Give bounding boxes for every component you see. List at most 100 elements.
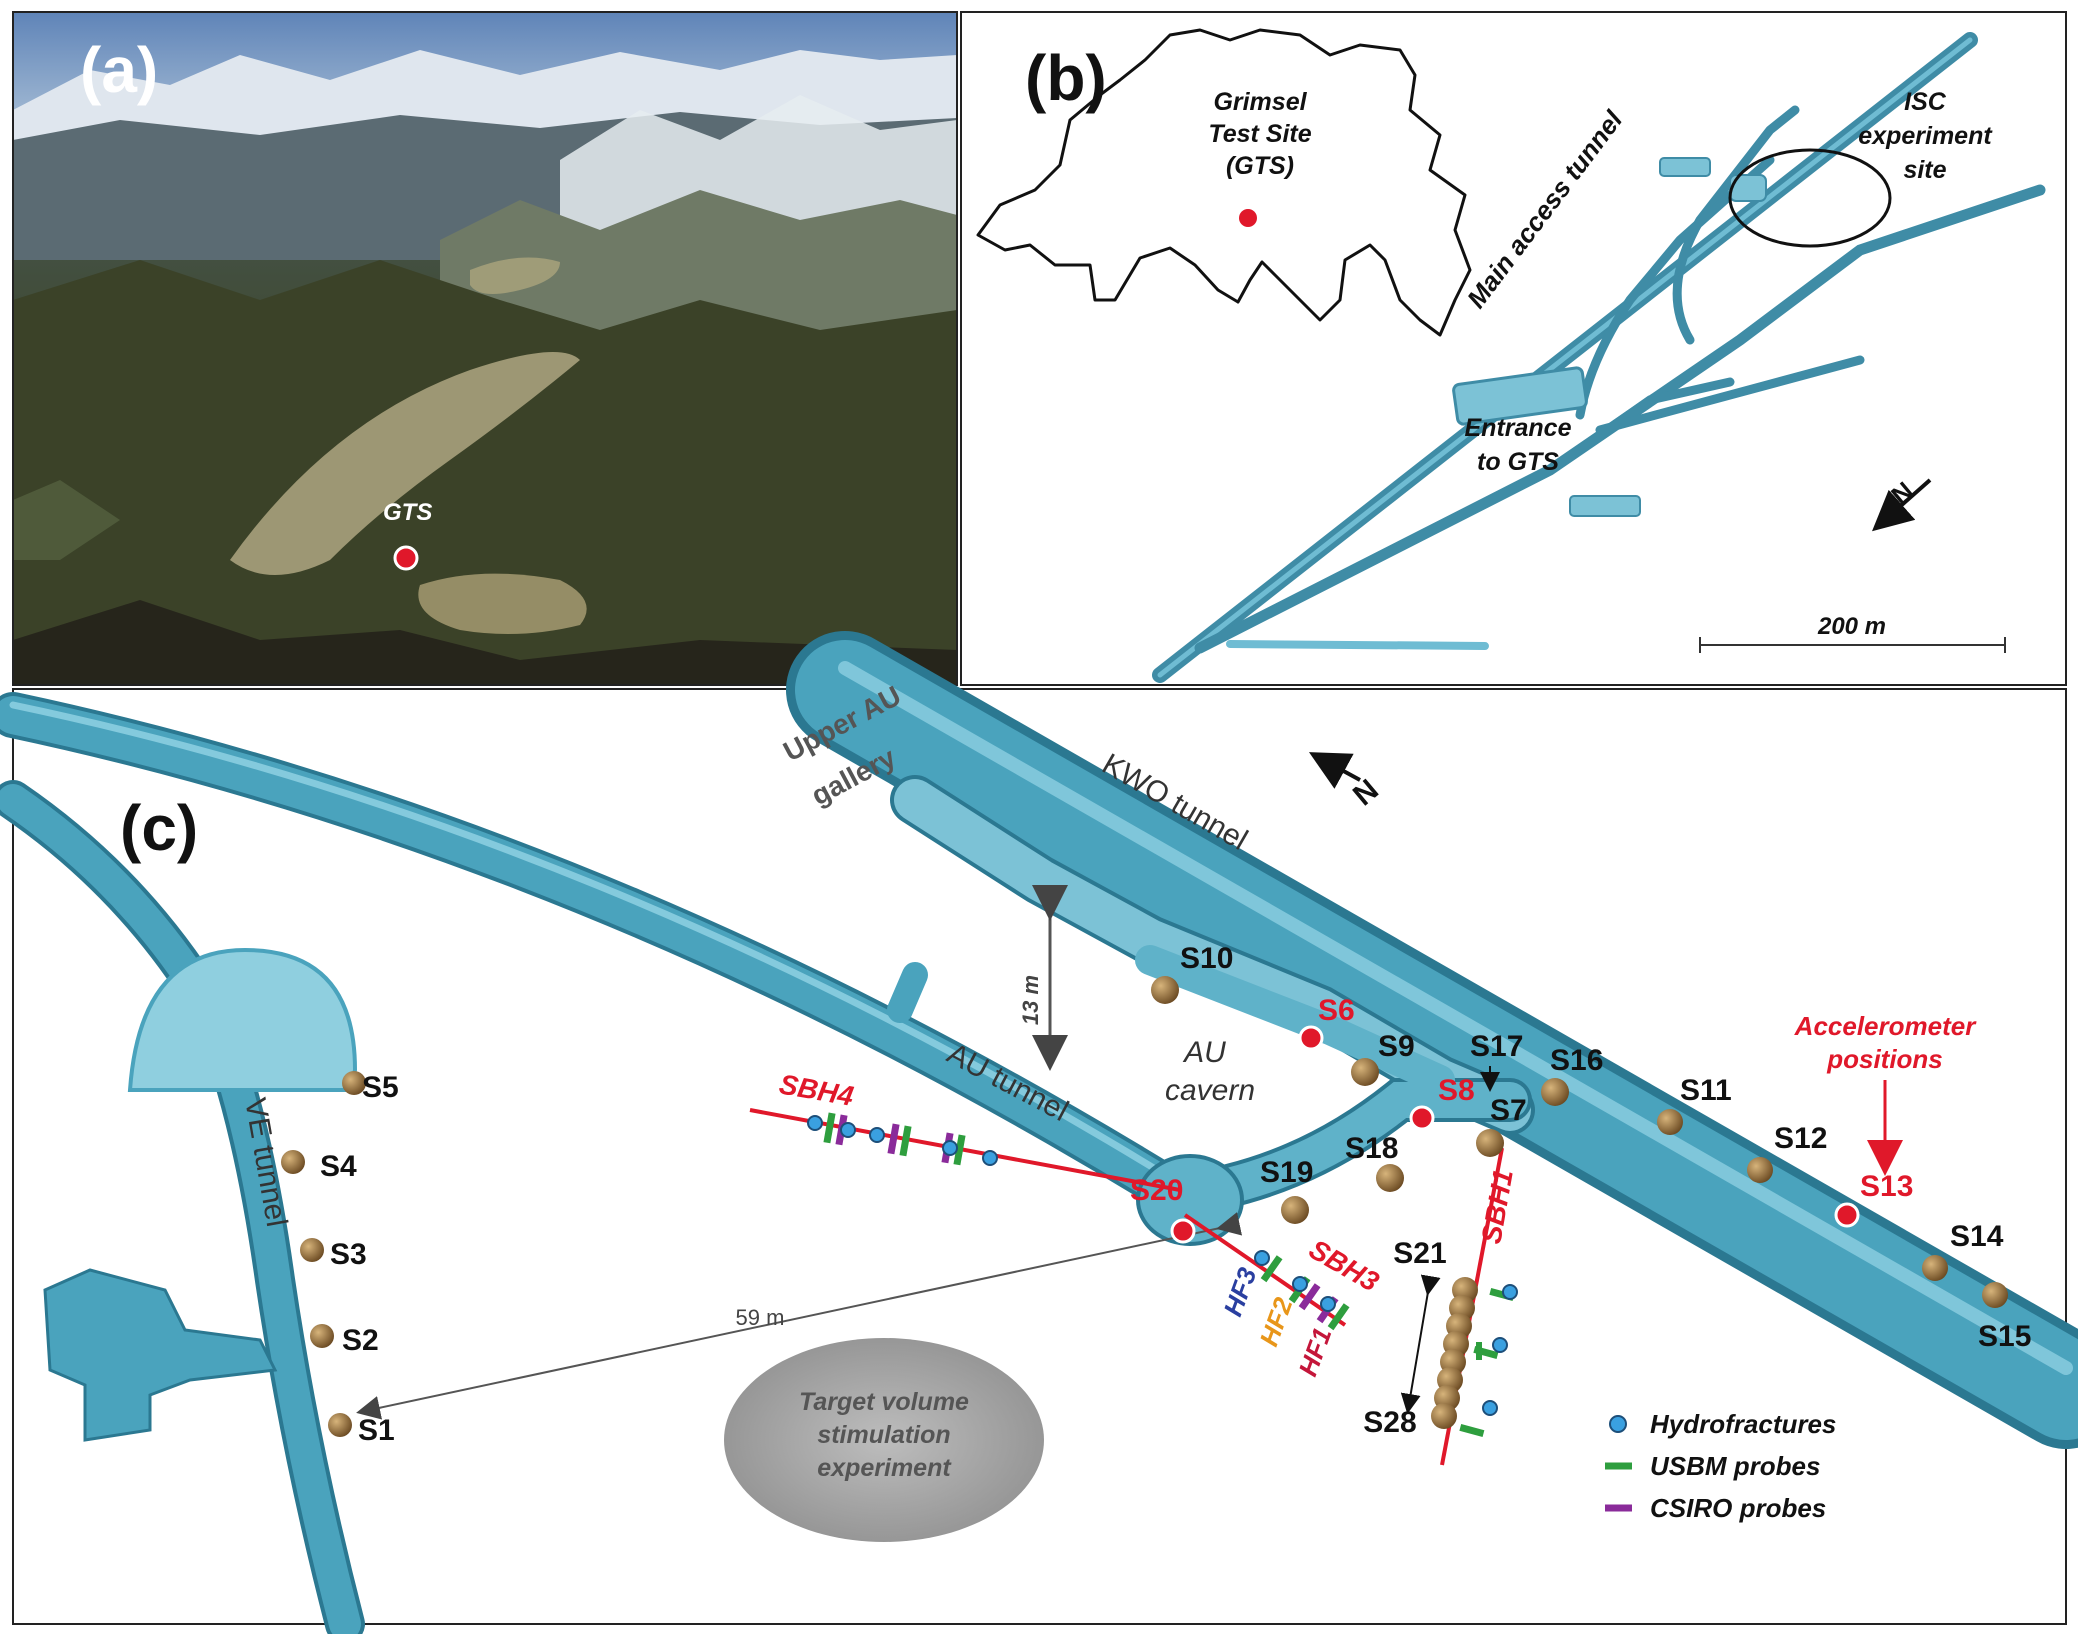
sbh3-hf-2 — [1292, 1276, 1308, 1292]
sbh4-usbm-3 — [953, 1134, 966, 1166]
panel-a: (a) GTS — [12, 11, 958, 686]
sbh4-hf-2 — [840, 1122, 856, 1138]
target-volume-label-1: Target volume — [799, 1388, 969, 1416]
sensor-s21-label: S21 — [1393, 1237, 1446, 1270]
scale-bar-label: 200 m — [1817, 613, 1886, 640]
entrance-label-1: Entrance — [1465, 414, 1572, 442]
sensor-s19-label: S19 — [1260, 1156, 1313, 1189]
sensor-s5 — [342, 1071, 366, 1095]
entrance-building — [1452, 366, 1588, 426]
panel-b-label: (b) — [1025, 42, 1107, 114]
sensor-s15 — [1982, 1282, 2008, 1308]
au-cavern-label-1: AU — [1182, 1036, 1226, 1069]
lake-upper — [470, 257, 560, 294]
sensor-s7 — [1476, 1129, 1504, 1157]
sensor-s28-label: S28 — [1363, 1406, 1416, 1439]
ve-tunnel — [0, 784, 361, 1639]
gts-label: GTS — [383, 499, 432, 526]
tunnel-network — [1152, 32, 2046, 683]
sbh3-usbm-1 — [1260, 1255, 1283, 1283]
sensor-s16 — [1541, 1078, 1569, 1106]
side-gallery — [1569, 495, 1641, 517]
string-sensor-8 — [1431, 1403, 1457, 1429]
legend-usbm-label: USBM probes — [1650, 1451, 1820, 1481]
accelerometer-note-1: Accelerometer — [1794, 1011, 1978, 1041]
panel-a-label: (a) — [80, 34, 158, 106]
sensor-s14 — [1922, 1255, 1948, 1281]
sensor-s7-label: S7 — [1490, 1094, 1527, 1127]
sensor-s12-label: S12 — [1774, 1122, 1827, 1155]
isc-site-label-2: experiment — [1858, 122, 1993, 150]
valley-floor — [13, 260, 957, 685]
sensor-s4 — [281, 1150, 305, 1174]
gts-marker — [393, 545, 419, 571]
sensor-s5-label: S5 — [362, 1071, 399, 1104]
kwo-tunnel — [795, 640, 2078, 1440]
sbh1-hf-2 — [1492, 1337, 1508, 1353]
legend: Hydrofractures USBM probes CSIRO probes — [1605, 1409, 1836, 1523]
panel-c: (c) KWO tunnel AU tunnel VE tunnel Upper… — [0, 631, 2078, 1639]
ve-side-cavern — [43, 1268, 278, 1442]
dim-59m-line — [356, 1212, 1243, 1420]
gts-map-title-1: Grimsel — [1213, 88, 1307, 116]
target-volume-label-2: stimulation — [817, 1421, 950, 1449]
sensor-s3-label: S3 — [330, 1238, 367, 1271]
sbh4-hf-3 — [869, 1127, 885, 1143]
sensor-s17-label: S17 — [1470, 1030, 1523, 1063]
sbh3-hf-1 — [1254, 1250, 1270, 1266]
sensor-s11-label: S11 — [1680, 1074, 1732, 1107]
sensor-s20-label: S20 — [1130, 1174, 1183, 1207]
target-volume — [724, 1338, 1044, 1542]
main-access-tunnel-highlight — [1157, 37, 1973, 678]
panel-b-frame — [960, 11, 2067, 686]
isc-site-label-1: ISC — [1904, 88, 1947, 116]
accel-s6 — [1298, 1025, 1324, 1051]
legend-csiro-label: CSIRO probes — [1650, 1493, 1826, 1523]
target-volume-label-3: experiment — [817, 1454, 952, 1482]
isc-site-circle — [1728, 148, 1892, 248]
gts-map-marker — [1239, 209, 1257, 227]
sbh1-usbm-4 — [1476, 1342, 1482, 1360]
sensor-s10 — [1151, 976, 1179, 1004]
sensor-s13-label: S13 — [1860, 1170, 1913, 1203]
accelerometers — [1170, 1025, 1860, 1244]
sensors — [281, 976, 2008, 1437]
legend-hydrofractures-label: Hydrofractures — [1650, 1409, 1836, 1439]
sensor-s15-label: S15 — [1978, 1320, 2031, 1353]
branch-tunnel-2 — [1545, 377, 1735, 475]
sbh4-hf-4 — [942, 1140, 958, 1156]
isc-gallery — [1659, 157, 1711, 177]
au-niche — [887, 962, 928, 1023]
panel-a-border — [12, 11, 958, 686]
panel-b: Grimsel Test Site (GTS) (b) Main access … — [960, 11, 2067, 686]
ve-dome — [127, 947, 358, 1092]
sensor-s3 — [300, 1238, 324, 1262]
lake-raeterichsboden — [418, 573, 587, 634]
accel-s8 — [1409, 1105, 1435, 1131]
sbh1-hf-1 — [1502, 1284, 1518, 1300]
sensor-s4-label: S4 — [320, 1150, 357, 1183]
sbh1-hf-3 — [1482, 1400, 1498, 1416]
sensor-s2-label: S2 — [342, 1324, 379, 1357]
upper-gallery-lower — [1135, 945, 1455, 1095]
entrance-label-2: to GTS — [1477, 448, 1559, 476]
sensor-s10-label: S10 — [1180, 942, 1233, 975]
lake-grimsel — [230, 352, 580, 575]
sbh1-probes — [1459, 1284, 1518, 1437]
sensor-s6-label: S6 — [1318, 994, 1355, 1027]
sensor-s16-label: S16 — [1550, 1044, 1603, 1077]
sensor-s8-label: S8 — [1438, 1074, 1475, 1107]
sensor-s9 — [1351, 1058, 1379, 1086]
sensor-s12 — [1747, 1157, 1773, 1183]
au-tunnel-highlight — [9, 701, 1174, 1182]
sensor-s18 — [1376, 1164, 1404, 1192]
accel-s20 — [1170, 1218, 1196, 1244]
sensor-s14-label: S14 — [1950, 1220, 2004, 1253]
legend-hydrofractures-symbol — [1609, 1415, 1627, 1433]
sbh4-usbm-2 — [899, 1125, 912, 1157]
sbh3-probes — [1254, 1250, 1350, 1331]
dim-13m-label: 13 m — [1018, 975, 1043, 1025]
sensor-s1 — [328, 1413, 352, 1437]
sensor-s19 — [1281, 1196, 1309, 1224]
